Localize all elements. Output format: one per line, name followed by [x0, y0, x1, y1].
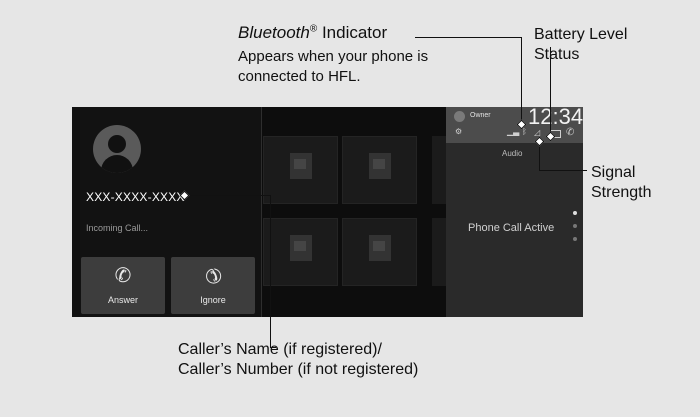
ignore-label: Ignore: [200, 295, 226, 305]
page-indicator-dot: [573, 224, 577, 228]
caller-avatar-icon: [93, 125, 141, 173]
caller-leader-line: [270, 195, 271, 347]
incoming-call-panel: XXX-XXXX-XXXX Incoming Call... ✆ Answer …: [72, 107, 262, 317]
battery-level-callout: Battery Level Status: [534, 25, 627, 65]
settings-icon: ⚙: [455, 127, 463, 136]
status-bar: Owner 12:34 ⚙ ▁▃ ᛒ ◿ ✆: [446, 107, 583, 143]
bluetooth-description: Appears when your phone is connected to …: [238, 47, 478, 87]
page-indicator-dot: [573, 211, 577, 215]
signal-callout-line1: Signal: [591, 164, 636, 181]
bluetooth-word: Bluetooth: [238, 23, 310, 42]
answer-button[interactable]: ✆ Answer: [81, 257, 165, 314]
app-tile[interactable]: [342, 136, 417, 204]
phone-answer-icon: ✆: [114, 265, 132, 287]
app-tile[interactable]: [263, 218, 338, 286]
audio-label: Audio: [502, 149, 523, 158]
bluetooth-icon: ᛒ: [522, 127, 527, 136]
bluetooth-indicator-label: Indicator: [317, 23, 388, 42]
caller-callout: Caller’s Name (if registered)/ Caller’s …: [178, 340, 418, 380]
clock: 12:34: [528, 107, 583, 129]
app-tile-edge: [432, 136, 446, 204]
page-indicator-dot: [573, 237, 577, 241]
signal-callout-line2: Strength: [591, 184, 652, 201]
bluetooth-indicator-callout: Bluetooth® Indicator: [238, 23, 387, 43]
user-name: Owner: [470, 112, 491, 119]
app-tile[interactable]: [342, 218, 417, 286]
app-tile-edge: [432, 218, 446, 286]
registered-mark: ®: [309, 23, 318, 35]
bluetooth-desc-line1: Appears when your phone is: [238, 48, 429, 65]
head-unit-screen: XXX-XXXX-XXXX Incoming Call... ✆ Answer …: [72, 107, 583, 317]
phone-icon: ✆: [566, 127, 575, 138]
ignore-button[interactable]: ✆ Ignore: [171, 257, 255, 314]
bluetooth-leader-line: [415, 37, 521, 38]
signal-leader-line: [539, 170, 587, 171]
battery-callout-line2: Status: [534, 46, 580, 63]
signal-icon: ◿: [534, 128, 541, 137]
signal-leader-line: [539, 142, 540, 170]
signal-strength-callout: Signal Strength: [591, 163, 651, 203]
battery-leader-line: [550, 47, 551, 135]
phone-call-active-status: Phone Call Active: [468, 222, 555, 234]
call-status: Incoming Call...: [86, 223, 149, 233]
answer-label: Answer: [107, 295, 138, 305]
caller-leader-line: [270, 347, 276, 348]
caller-leader-line: [190, 195, 270, 196]
caller-number: XXX-XXXX-XXXX: [86, 190, 185, 204]
bluetooth-leader-line: [521, 37, 522, 125]
user-avatar-icon: [454, 111, 465, 122]
app-tile[interactable]: [263, 136, 338, 204]
caller-callout-line2: Caller’s Number (if not registered): [178, 361, 419, 378]
bluetooth-desc-line2: connected to HFL.: [238, 68, 361, 85]
signal-bars-icon: ▁▃: [507, 127, 520, 136]
status-column: Owner 12:34 ⚙ ▁▃ ᛒ ◿ ✆ Audio Phone Call …: [446, 107, 583, 317]
battery-callout-line1: Battery Level: [534, 26, 628, 43]
caller-callout-line1: Caller’s Name (if registered)/: [178, 341, 382, 358]
